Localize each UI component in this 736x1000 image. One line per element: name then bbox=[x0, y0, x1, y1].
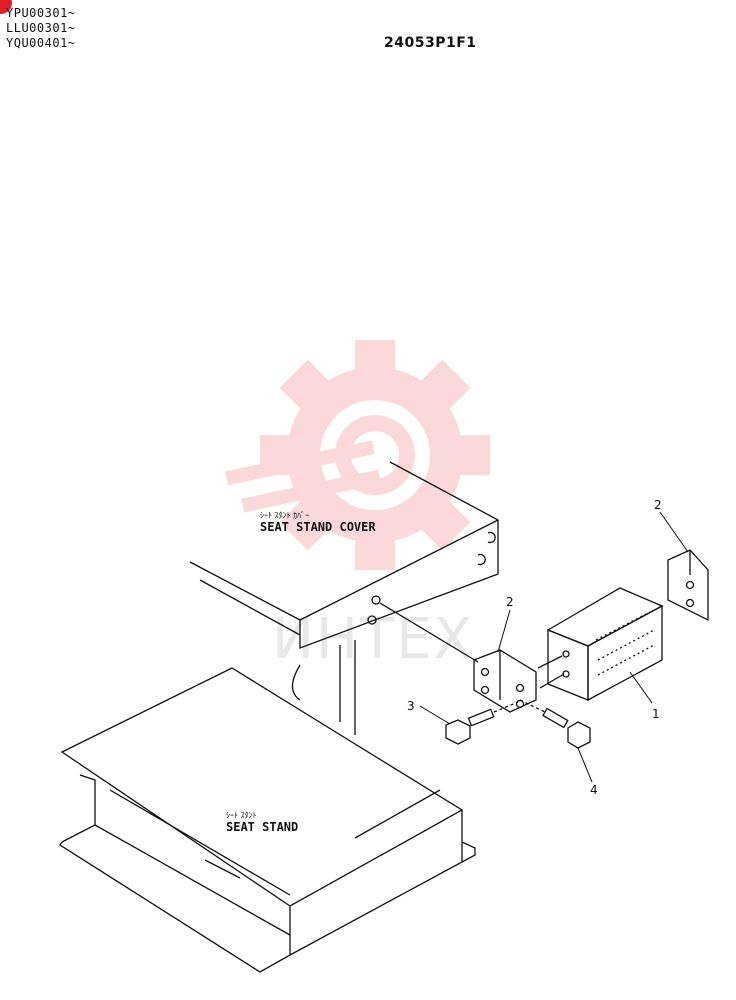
corner-marker bbox=[0, 0, 12, 14]
seat-stand-cover-label: SEAT STAND COVER bbox=[260, 520, 376, 534]
callout-1: 1 bbox=[652, 707, 660, 721]
callout-2-upper: 2 bbox=[654, 498, 662, 512]
serial-range: YQU00401~ bbox=[6, 36, 76, 50]
callout-4: 4 bbox=[590, 783, 598, 797]
serial-range: YPU00301~ bbox=[6, 6, 76, 20]
callout-3: 3 bbox=[407, 699, 415, 713]
seat-stand-jp-label: ｼｰﾄ ｽﾀﾝﾄ bbox=[226, 811, 257, 820]
seat-stand-drawing bbox=[59, 667, 476, 973]
part-2-upper-bracket-drawing bbox=[667, 549, 709, 622]
part-2-lower-bracket-drawing bbox=[379, 602, 537, 713]
callout-leaders bbox=[419, 511, 689, 783]
watermark-gear-logo bbox=[225, 340, 490, 570]
part-4-bolt-drawing bbox=[519, 699, 591, 749]
document-code: 24053P1F1 bbox=[384, 35, 477, 51]
seat-stand-label: SEAT STAND bbox=[226, 820, 298, 834]
callout-2-lower: 2 bbox=[506, 595, 514, 609]
seat-stand-cover-drawing bbox=[189, 461, 499, 735]
serial-range-list: YPU00301~ LLU00301~ YQU00401~ bbox=[6, 6, 76, 51]
serial-range: LLU00301~ bbox=[6, 21, 76, 35]
part-3-bolt-drawing bbox=[445, 701, 519, 745]
part-1-bracket-drawing bbox=[537, 587, 664, 702]
seat-stand-cover-jp-label: ｼｰﾄ ｽﾀﾝﾄ ｶﾊﾞｰ bbox=[260, 511, 309, 520]
